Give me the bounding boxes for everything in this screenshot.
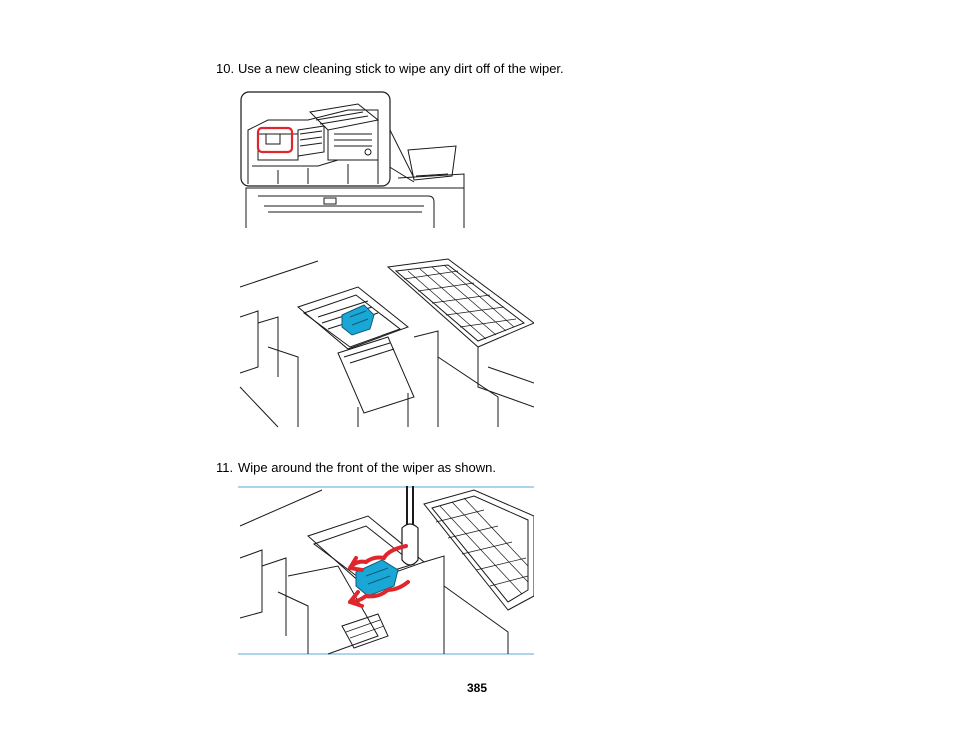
wiper-closeup-illustration [238,257,534,429]
wipe-motion-illustration [238,486,534,656]
step-11-number: 11. [216,460,234,475]
step-10: 10.Use a new cleaning stick to wipe any … [216,61,564,77]
step-10-text: Use a new cleaning stick to wipe any dir… [238,61,564,76]
step-11: 11. Wipe around the front of the wiper as… [216,460,496,476]
step-10-number: 10. [216,61,235,76]
printer-overview-illustration [238,90,468,230]
step-11-text: Wipe around the front of the wiper as sh… [238,460,496,475]
page-number: 385 [466,681,488,695]
